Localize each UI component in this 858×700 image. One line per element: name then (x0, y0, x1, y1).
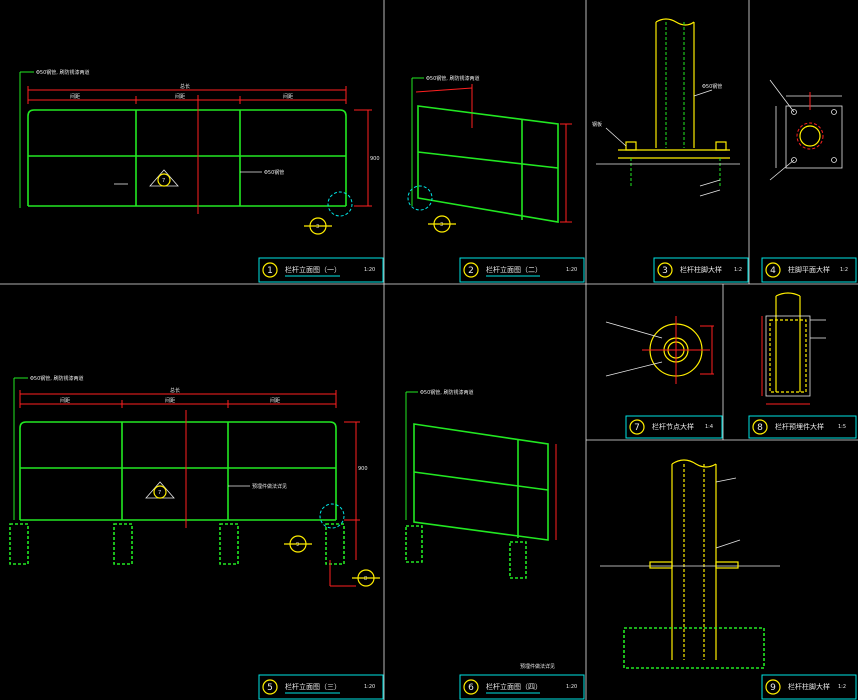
svg-text:间距: 间距 (60, 397, 70, 404)
svg-text:钢板: 钢板 (592, 121, 602, 128)
panel-5-title: 栏杆立面图（三） (285, 682, 341, 691)
panel-7-title: 栏杆节点大样 (652, 422, 694, 431)
panel-2-number: 2 (468, 266, 474, 276)
svg-text:3: 3 (440, 222, 443, 228)
panel-4-number: 4 (770, 266, 776, 276)
panel-3-number: 3 (662, 266, 668, 276)
panel-4-foot-plan (769, 79, 843, 181)
callout-3: 3 (316, 224, 319, 230)
callout-7a: 7 (162, 178, 165, 184)
panel-2-top-note: Φ50钢管, 刷防锈漆两道 (426, 75, 479, 82)
panel-9-title: 栏杆柱脚大样 (788, 682, 830, 691)
panel-3-title: 栏杆柱脚大样 (680, 265, 722, 274)
svg-text:间距: 间距 (165, 397, 175, 404)
svg-text:900: 900 (358, 466, 368, 472)
panel-1-railing-elevation: Φ50钢管, 刷防锈漆两道 总长 间距 间距 间距 900 7 Φ50钢管 (19, 69, 380, 235)
panel-2-scale: 1:20 (566, 267, 577, 273)
panel-6-scale: 1:20 (566, 684, 577, 690)
panel-5-scale: 1:20 (364, 684, 375, 690)
title-blocks: 1 栏杆立面图（一） 1:20 2 栏杆立面图（二） 1:20 3 栏杆柱脚大样… (258, 257, 857, 700)
panel-9-scale: 1:2 (838, 684, 846, 690)
panel-7-node-detail (605, 316, 714, 384)
svg-text:Φ50钢管, 刷防锈漆两道: Φ50钢管, 刷防锈漆两道 (30, 375, 83, 382)
panel-8-embed-detail (761, 292, 826, 405)
panel-1-number: 1 (267, 266, 273, 276)
panel-1-dim-seg: 间距 (70, 93, 80, 100)
panel-6-note: 预埋件做法详见 (520, 663, 555, 670)
panel-7-scale: 1:4 (705, 424, 713, 430)
callout-9: 9 (296, 542, 299, 548)
svg-text:间距: 间距 (270, 397, 280, 404)
svg-text:间距: 间距 (175, 93, 185, 100)
svg-text:Φ50钢管: Φ50钢管 (702, 83, 722, 90)
panel-2-railing-elevation: Φ50钢管, 刷防锈漆两道 3 (407, 75, 572, 233)
panel-1-dim-total: 总长 (180, 83, 190, 90)
panel-2-title: 栏杆立面图（二） (486, 265, 542, 274)
panel-5-railing-elevation: Φ50钢管, 刷防锈漆两道 总长 间距 间距 间距 900 7 预埋件做法详见 … (9, 375, 380, 587)
panel-4-title: 柱脚平面大样 (788, 265, 830, 274)
svg-text:Φ50钢管: Φ50钢管 (264, 169, 284, 176)
panel-6-railing-elevation: Φ50钢管, 刷防锈漆两道 预埋件做法详见 (405, 389, 557, 670)
panel-4-scale: 1:2 (840, 267, 848, 273)
panel-9-post-foot-detail (600, 459, 780, 669)
panel-5-note: 预埋件做法详见 (252, 483, 287, 490)
panel-8-title: 栏杆预埋件大样 (775, 422, 824, 431)
panel-8-number: 8 (757, 423, 763, 433)
svg-text:间距: 间距 (283, 93, 293, 100)
svg-text:Φ50钢管, 刷防锈漆两道: Φ50钢管, 刷防锈漆两道 (420, 389, 473, 396)
panel-1-top-note: Φ50钢管, 刷防锈漆两道 (36, 69, 89, 76)
panel-1-scale: 1:20 (364, 267, 375, 273)
panel-7-number: 7 (634, 423, 640, 433)
panel-3-scale: 1:2 (734, 267, 742, 273)
panel-5-number: 5 (267, 683, 273, 693)
callout-8: 8 (364, 576, 367, 582)
panel-1-title: 栏杆立面图（一） (285, 265, 341, 274)
panel-9-number: 9 (770, 683, 776, 693)
panel-1-dim-h: 900 (370, 156, 380, 162)
svg-text:7: 7 (158, 490, 161, 496)
panel-6-title: 栏杆立面图（四） (486, 682, 542, 691)
panel-8-scale: 1:5 (838, 424, 846, 430)
panel-6-number: 6 (468, 683, 474, 693)
svg-text:总长: 总长 (170, 387, 180, 394)
panel-3-post-foot-detail: Φ50钢管 钢板 (592, 18, 740, 197)
